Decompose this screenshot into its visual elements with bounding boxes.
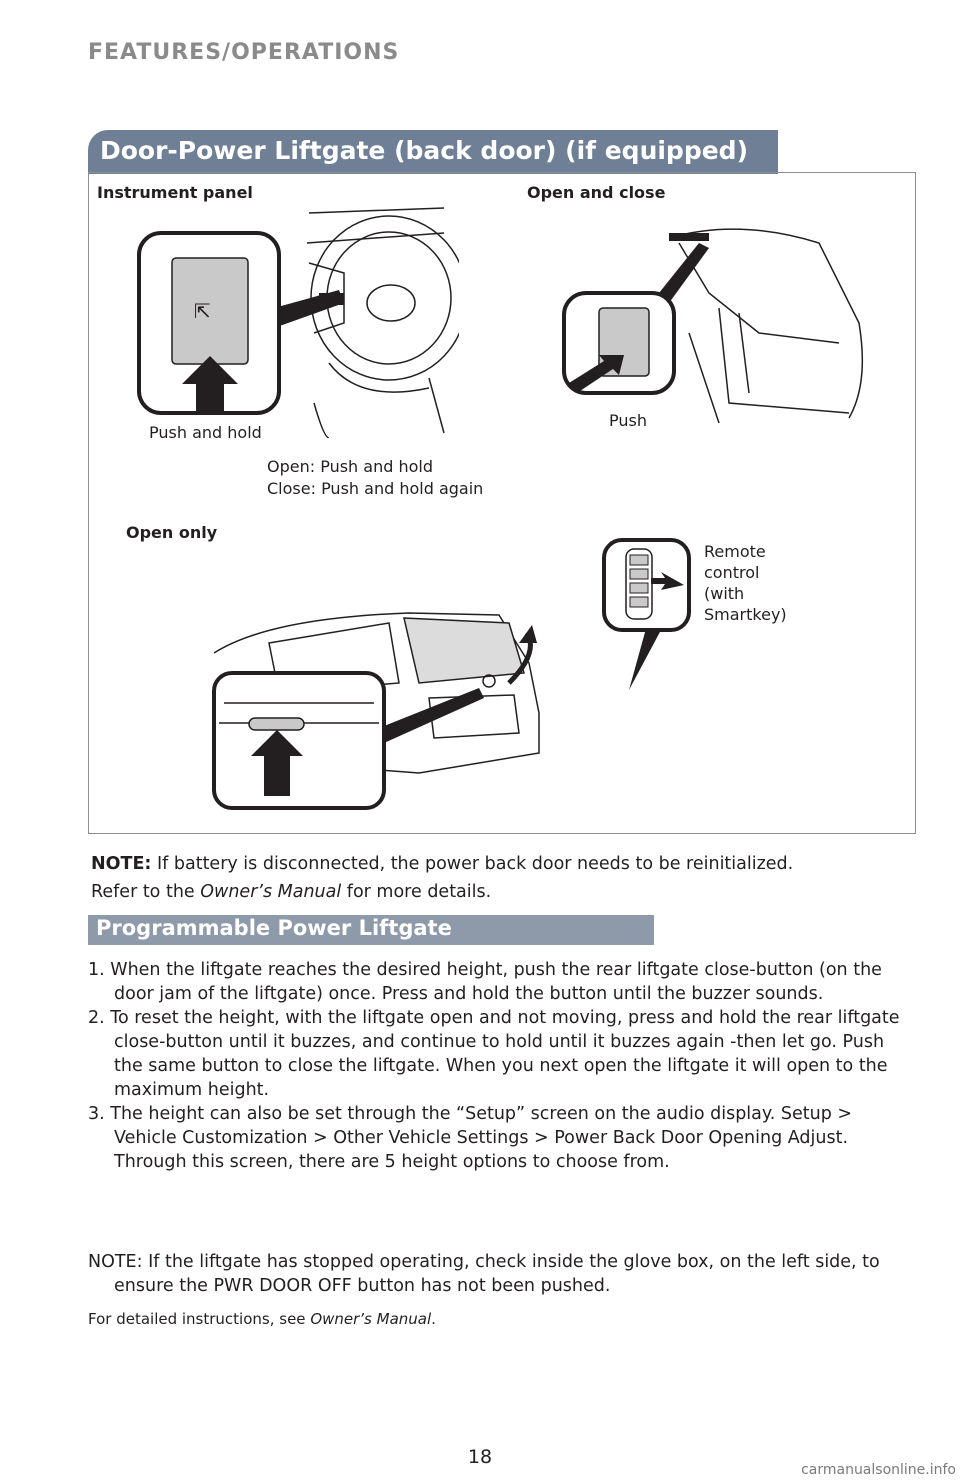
note-prefix: NOTE:: [91, 854, 152, 874]
page-header: FEATURES/OPERATIONS: [88, 40, 400, 65]
svg-text:⇱: ⇱: [194, 299, 211, 323]
battery-note: NOTE: If battery is disconnected, the po…: [91, 850, 911, 906]
cargo-button-callout: [562, 243, 709, 395]
footer-manual-ref: Owner’s Manual: [310, 1310, 432, 1328]
open-only-label: Open only: [126, 523, 218, 542]
subsection-title-bar: Programmable Power Liftgate: [88, 915, 654, 945]
watermark: carmanualsonline.info: [801, 1462, 956, 1478]
page-number: 18: [467, 1446, 493, 1468]
push-hold-label: Push and hold: [149, 423, 262, 442]
close-instruction: Close: Push and hold again: [267, 479, 484, 498]
subsection-title: Programmable Power Liftgate: [96, 916, 452, 940]
list-item: 2. To reset the height, with the liftgat…: [88, 1008, 900, 1100]
remote-control-illustration: [602, 538, 691, 690]
footer-note-pre: For detailed instructions, see: [88, 1310, 311, 1328]
section-title: Door-Power Liftgate (back door) (if equi…: [100, 136, 748, 165]
steps-list: 1. When the liftgate reaches the desired…: [88, 958, 908, 1174]
open-close-label: Open and close: [527, 183, 666, 202]
bumper-button-callout: [212, 671, 484, 810]
note-refer-post: for more details.: [341, 882, 492, 902]
remote-line-4: Smartkey): [704, 605, 787, 624]
section-title-bar: Door-Power Liftgate (back door) (if equi…: [88, 130, 778, 174]
remote-control-label: Remote control (with Smartkey): [704, 541, 787, 625]
suv-rear-illustration: [213, 612, 540, 774]
remote-line-3: (with: [704, 584, 745, 603]
remote-line-1: Remote: [704, 542, 766, 561]
push-label: Push: [609, 411, 647, 430]
list-item: 3. The height can also be set through th…: [88, 1104, 853, 1172]
list-item: 1. When the liftgate reaches the desired…: [88, 960, 882, 1004]
open-instruction: Open: Push and hold: [267, 457, 433, 476]
panel-button-callout: ⇱: [137, 231, 344, 415]
remote-line-2: control: [704, 563, 760, 582]
footer-note-post: .: [431, 1310, 436, 1328]
glovebox-note: NOTE: If the liftgate has stopped operat…: [88, 1252, 880, 1296]
note-text: If battery is disconnected, the power ba…: [151, 854, 794, 874]
note-manual-ref: Owner’s Manual: [200, 882, 342, 902]
illustration-panel: Instrument panel Open and close Push and…: [88, 172, 916, 834]
instrument-panel-label: Instrument panel: [97, 183, 253, 202]
footer-note: For detailed instructions, see Owner’s M…: [88, 1310, 436, 1328]
note-refer-pre: Refer to the: [91, 882, 201, 902]
